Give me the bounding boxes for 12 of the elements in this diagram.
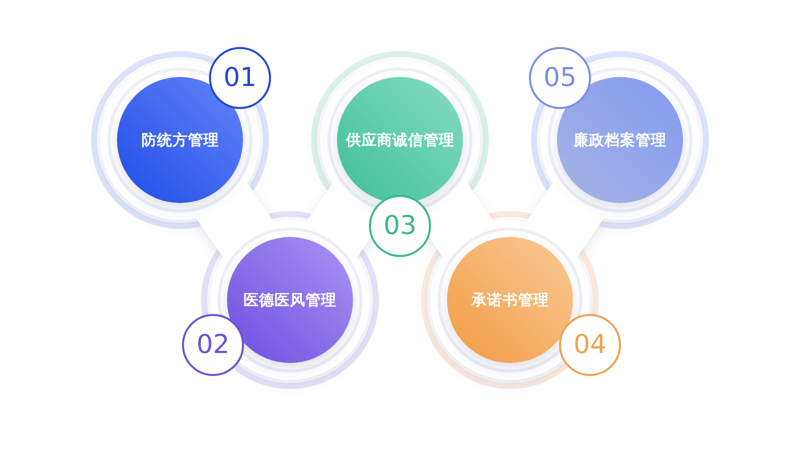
- number-circle: [182, 314, 244, 376]
- topic-title: 廉政档案管理: [574, 131, 666, 149]
- step-number: 01: [223, 64, 257, 92]
- topic-title: 医德医风管理: [244, 291, 336, 309]
- step-number: 02: [196, 330, 230, 360]
- number-circle: [369, 195, 431, 257]
- topic-title: 防统方管理: [141, 131, 219, 149]
- step-number: 03: [383, 212, 417, 240]
- topic-title: 供应商诚信管理: [346, 131, 454, 149]
- step-number: 04: [573, 330, 607, 360]
- step-number: 05: [543, 64, 577, 92]
- topic-title: 承诺书管理: [471, 291, 549, 309]
